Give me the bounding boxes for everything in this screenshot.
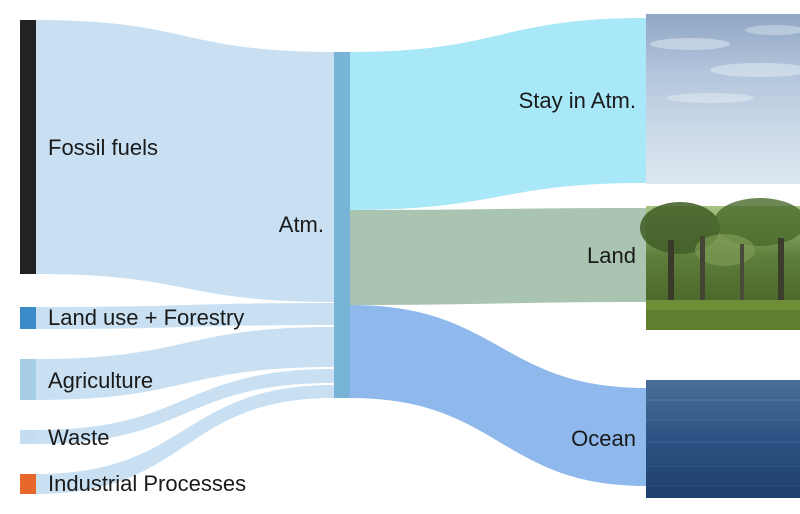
label-land-use-forestry: Land use + Forestry bbox=[48, 305, 245, 330]
node-fossil-fuels bbox=[20, 20, 36, 274]
label-ocean: Ocean bbox=[571, 426, 636, 451]
flow-fossil-to-atm bbox=[36, 20, 334, 302]
label-stay-in-atm: Stay in Atm. bbox=[518, 88, 636, 113]
flow-landuse-to-atm bbox=[36, 303, 334, 329]
sea-photo bbox=[646, 380, 800, 498]
label-agriculture: Agriculture bbox=[48, 368, 154, 393]
node-agriculture bbox=[20, 359, 36, 400]
forest-photo bbox=[640, 198, 800, 330]
sky-photo bbox=[646, 14, 800, 184]
label-waste: Waste bbox=[48, 425, 110, 450]
node-land-use-forestry bbox=[20, 307, 36, 329]
flow-atm-to-stay bbox=[350, 18, 646, 210]
flow-waste-to-atm bbox=[36, 369, 334, 444]
node-atm bbox=[334, 52, 350, 398]
node-waste bbox=[20, 430, 36, 444]
node-industrial-processes bbox=[20, 474, 36, 494]
flow-industrial-to-atm bbox=[36, 385, 334, 494]
label-fossil-fuels: Fossil fuels bbox=[48, 135, 159, 160]
flow-atm-to-land bbox=[350, 208, 646, 305]
label-atm: Atm. bbox=[278, 212, 324, 237]
flow-atm-to-ocean bbox=[350, 305, 646, 486]
label-industrial-processes: Industrial Processes bbox=[48, 471, 247, 496]
flow-agriculture-to-atm bbox=[36, 327, 334, 400]
label-land: Land bbox=[587, 243, 636, 268]
